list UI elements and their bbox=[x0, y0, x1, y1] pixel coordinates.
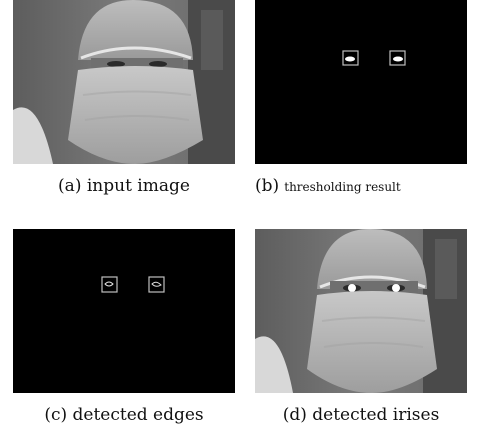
left-eye-box-c bbox=[101, 276, 118, 293]
panel-b-thresholding-result bbox=[255, 0, 467, 164]
left-iris-mark bbox=[348, 284, 356, 292]
right-eye-box-b bbox=[389, 50, 406, 66]
left-eye-blob bbox=[345, 56, 355, 62]
edges-image bbox=[13, 229, 235, 393]
caption-b-text: thresholding result bbox=[284, 180, 401, 194]
caption-b: (b) thresholding result bbox=[255, 176, 481, 196]
masked-face-photo-d bbox=[255, 229, 467, 393]
right-eye-edge bbox=[151, 281, 162, 287]
threshold-image bbox=[255, 0, 467, 164]
caption-b-label: (b) bbox=[255, 176, 280, 196]
caption-c-text: detected edges bbox=[72, 405, 204, 425]
caption-a-label: (a) bbox=[58, 176, 82, 196]
left-eye-edge bbox=[104, 281, 114, 287]
caption-d-text: detected irises bbox=[312, 405, 440, 425]
caption-d: (d) detected irises bbox=[251, 405, 471, 425]
panel-a-input-image bbox=[13, 0, 235, 164]
caption-c: (c) detected edges bbox=[5, 405, 243, 425]
caption-a: (a) input image bbox=[13, 176, 235, 196]
panel-c-detected-edges bbox=[13, 229, 235, 393]
caption-a-text: input image bbox=[86, 176, 190, 196]
masked-face-photo-a bbox=[13, 0, 235, 164]
caption-c-label: (c) bbox=[44, 405, 68, 425]
panel-d-detected-irises bbox=[255, 229, 467, 393]
caption-d-label: (d) bbox=[282, 405, 307, 425]
right-eye-blob bbox=[393, 56, 403, 62]
right-eye-box-c bbox=[148, 276, 165, 293]
left-eye-box-b bbox=[342, 50, 359, 66]
right-iris-mark bbox=[392, 284, 400, 292]
